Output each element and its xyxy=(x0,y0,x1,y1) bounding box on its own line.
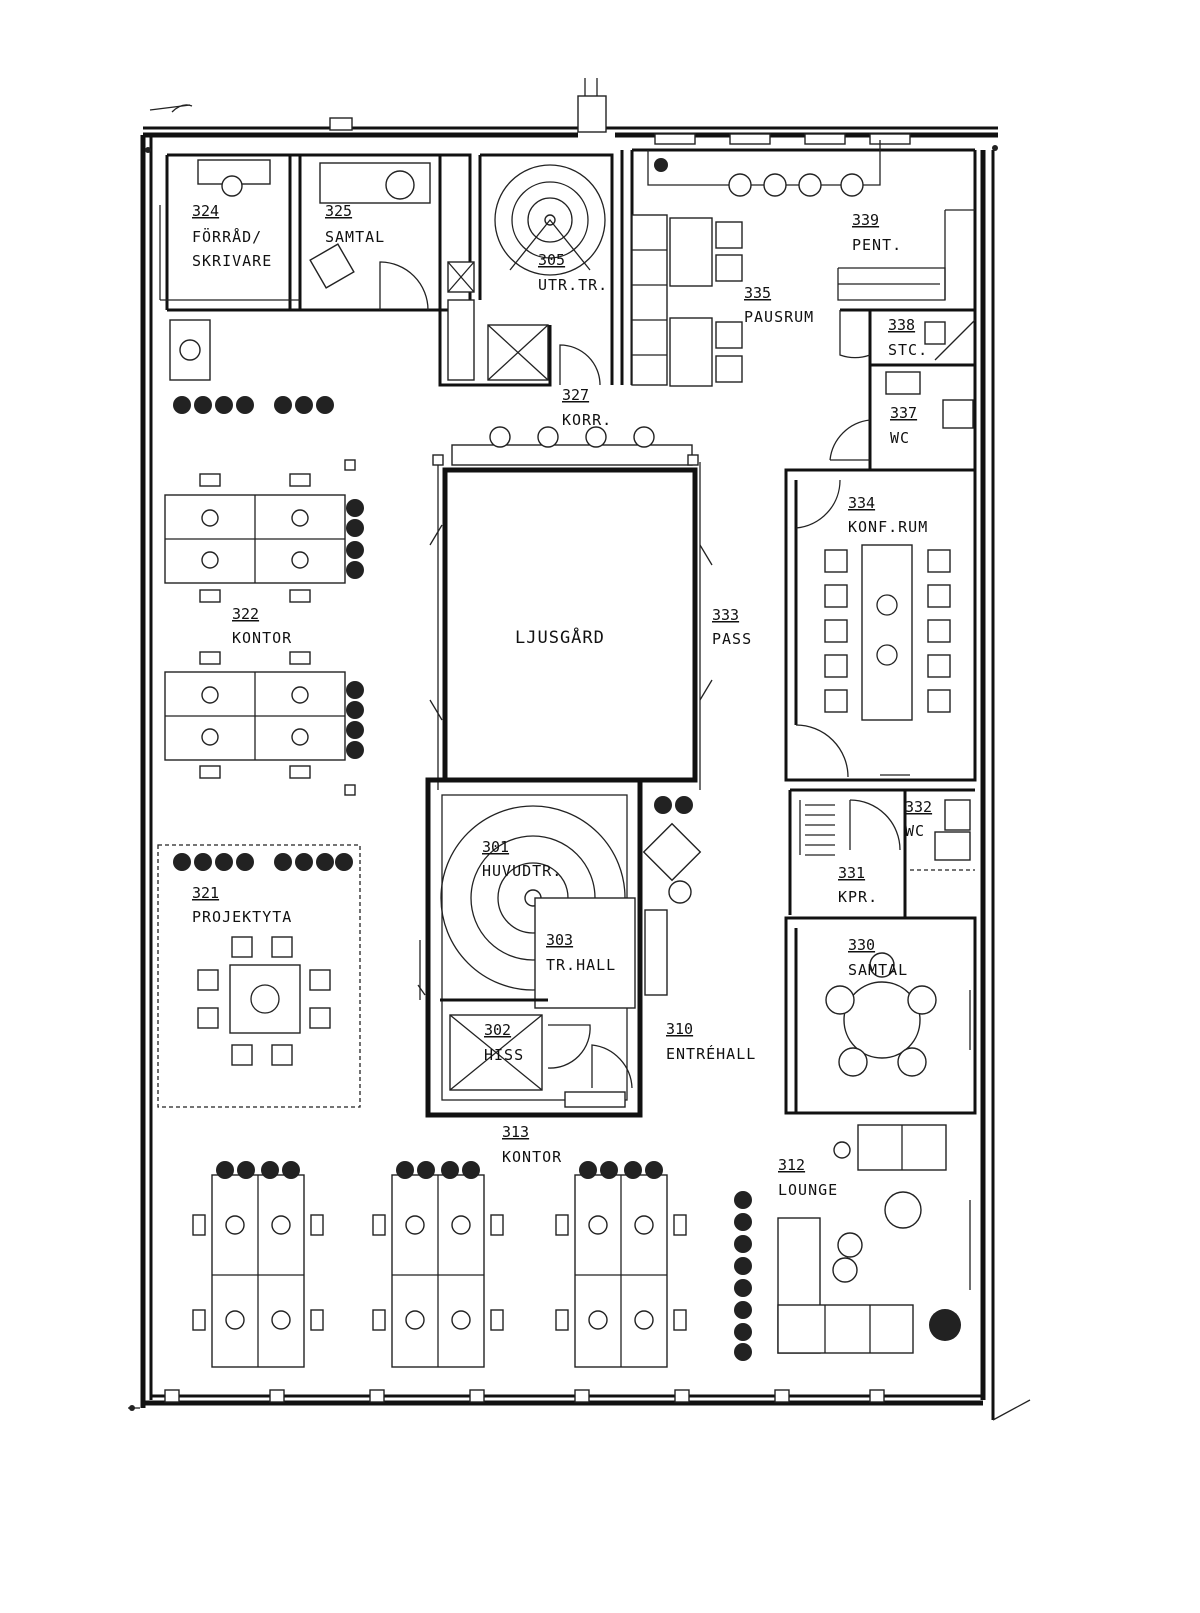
desk-group-313-a xyxy=(192,1161,324,1368)
room-name: TR.HALL xyxy=(546,956,616,974)
room-number: 302 xyxy=(484,1021,511,1039)
room-number: 332 xyxy=(905,798,932,816)
room-name: SKRIVARE xyxy=(192,252,272,270)
label-312: 312 LOUNGE xyxy=(778,1156,838,1199)
wc-kpr-block xyxy=(788,788,975,920)
plant-rows xyxy=(173,396,961,1361)
room-name: UTR.TR. xyxy=(538,276,608,294)
samtal-330 xyxy=(784,916,977,1115)
desk-group-322-a xyxy=(164,473,346,603)
room-number: 301 xyxy=(482,838,509,856)
label-327: 327 KORR. xyxy=(562,386,612,429)
room-number: 321 xyxy=(192,884,219,902)
label-303: 303 TR.HALL xyxy=(546,931,616,974)
room-number: 310 xyxy=(666,1020,693,1038)
desk-group-322-b xyxy=(164,459,356,796)
label-331: 331 KPR. xyxy=(838,864,878,906)
room-name: PASS xyxy=(712,630,752,648)
label-338: 338 STC. xyxy=(888,316,928,359)
label-301: 301 HUVUDTR. xyxy=(482,838,562,880)
stair-core xyxy=(417,777,643,1118)
label-337: 337 WC xyxy=(890,404,917,447)
pentry-stools xyxy=(654,158,864,197)
room-number: 303 xyxy=(546,931,573,949)
room-name: SAMTAL xyxy=(325,228,385,246)
room-number: 338 xyxy=(888,316,915,334)
desk-group-313-c xyxy=(555,1161,687,1368)
room-number: 313 xyxy=(502,1123,529,1141)
room-name: HISS xyxy=(484,1046,524,1064)
room-name: FÖRRÅD/ xyxy=(192,227,262,246)
top-left-furniture xyxy=(159,159,431,381)
room-number: 325 xyxy=(325,202,352,220)
room-number: 333 xyxy=(712,606,739,624)
label-325: 325 SAMTAL xyxy=(325,202,385,246)
room-name: KONF.RUM xyxy=(848,518,928,536)
label-313: 313 KONTOR xyxy=(502,1123,562,1166)
label-ljusgard: LJUSGÅRD xyxy=(515,626,605,648)
room-name: LOUNGE xyxy=(778,1181,838,1199)
label-302: 302 HISS xyxy=(484,1021,524,1064)
label-335: 335 PAUSRUM xyxy=(744,284,814,326)
room-name: PAUSRUM xyxy=(744,308,814,326)
room-name: KPR. xyxy=(838,888,878,906)
room-number: 330 xyxy=(848,936,875,954)
label-339: 339 PENT. xyxy=(852,211,902,254)
outer-walls xyxy=(128,78,1031,1421)
label-305: 305 UTR.TR. xyxy=(538,251,608,294)
label-310: 310 ENTRÉHALL xyxy=(666,1020,756,1063)
label-332: 332 WC xyxy=(905,798,932,840)
label-333: 333 PASS xyxy=(712,606,752,648)
pausrum-furniture xyxy=(631,214,743,387)
room-number: 339 xyxy=(852,211,879,229)
label-322: 322 KONTOR xyxy=(232,605,292,647)
room-number: 335 xyxy=(744,284,771,302)
window-marks-bottom xyxy=(164,1389,885,1403)
room-name: WC xyxy=(905,822,925,840)
label-330: 330 SAMTAL xyxy=(848,936,908,979)
room-name: KORR. xyxy=(562,411,612,429)
room-number: 305 xyxy=(538,251,565,269)
room-name: LJUSGÅRD xyxy=(515,626,605,648)
room-number: 337 xyxy=(890,404,917,422)
lounge-312 xyxy=(777,1124,971,1354)
entre-chairs xyxy=(642,822,702,904)
desk-group-313-b xyxy=(372,1161,504,1368)
projektyta-area xyxy=(157,844,361,1108)
room-number: 324 xyxy=(192,202,219,220)
label-324: 324 FÖRRÅD/ SKRIVARE xyxy=(192,202,272,270)
label-321: 321 PROJEKTYTA xyxy=(192,884,292,926)
room-number: 334 xyxy=(848,494,875,512)
room-name: STC. xyxy=(888,341,928,359)
ljusgard-block xyxy=(429,426,713,790)
konfrum-334 xyxy=(784,468,977,782)
label-334: 334 KONF.RUM xyxy=(848,494,928,536)
room-number: 322 xyxy=(232,605,259,623)
room-name: KONTOR xyxy=(502,1148,562,1166)
room-labels: 324 FÖRRÅD/ SKRIVARE 325 SAMTAL 305 UTR.… xyxy=(192,202,932,1199)
room-name: WC xyxy=(890,429,910,447)
room-name: KONTOR xyxy=(232,629,292,647)
room-number: 327 xyxy=(562,386,589,404)
room-number: 331 xyxy=(838,864,865,882)
room-name: HUVUDTR. xyxy=(482,862,562,880)
window-marks-top xyxy=(654,133,911,145)
room-name: ENTRÉHALL xyxy=(666,1044,756,1063)
room-number: 312 xyxy=(778,1156,805,1174)
room-name: PENT. xyxy=(852,236,902,254)
room-name: SAMTAL xyxy=(848,961,908,979)
room-name: PROJEKTYTA xyxy=(192,908,292,926)
